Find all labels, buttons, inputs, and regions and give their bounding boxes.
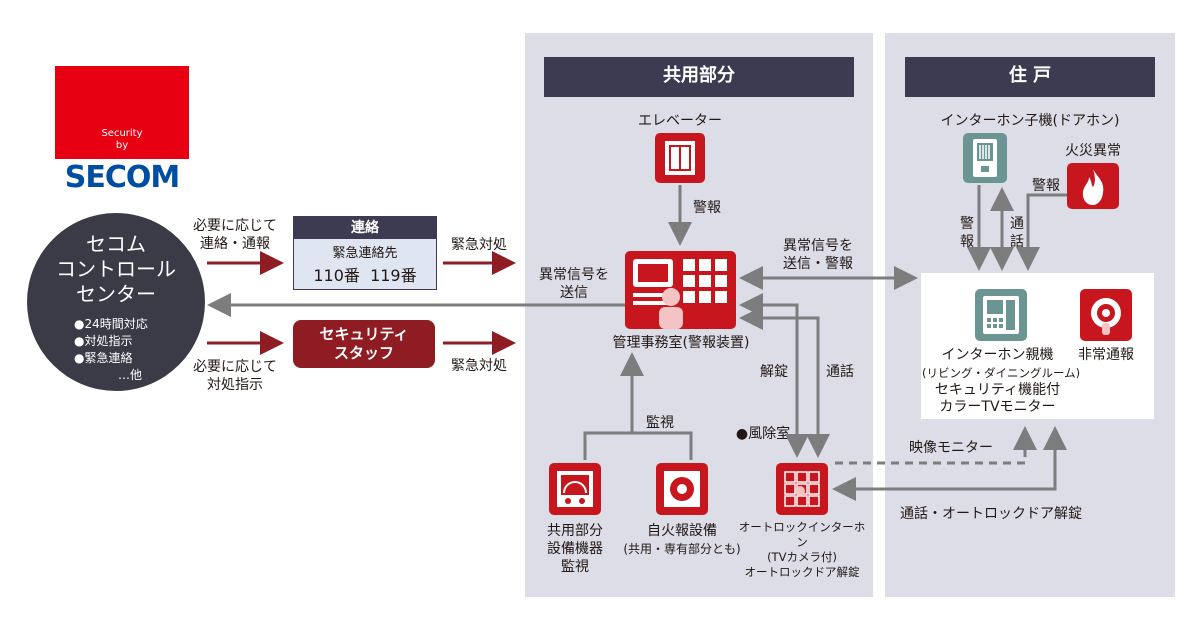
- label-send-alarm: 異常信号を 送信: [539, 267, 609, 301]
- contact-box-title: 連絡: [294, 217, 436, 239]
- common-area-header: 共用部分: [544, 57, 854, 97]
- door-intercom-label: インターホン子機(ドアホン): [940, 113, 1120, 129]
- autolock-label: オートロックインターホン (TVカメラ付) オートロックドア解錠: [738, 520, 866, 579]
- arrow-call-common: [739, 306, 830, 458]
- door-alarm-label: 警 報: [960, 216, 974, 250]
- equipment-label: 共用部分 設備機器 監視: [547, 523, 603, 575]
- control-center-item: ●緊急連絡: [74, 351, 133, 365]
- control-center-item: ●24時間対応: [74, 317, 148, 331]
- monitor-tree: [583, 431, 693, 460]
- master-sub: (リビング・ダイニングルーム): [922, 366, 1081, 380]
- call-label-common: 通話: [826, 364, 854, 380]
- arrow-video-monitor: [835, 426, 1037, 465]
- secom-logo: Security by SECOM: [55, 66, 189, 196]
- fire-equipment-label: 自火報設備: [647, 523, 717, 539]
- control-center-circle: [27, 213, 205, 391]
- office-label: 管理事務室(警報装置): [612, 335, 750, 351]
- door-phone-icon: [963, 133, 1007, 183]
- emergency-label: 非常通報: [1078, 347, 1134, 363]
- private-area-header: 住 戸: [905, 57, 1155, 97]
- label-emergency-action-top: 緊急対処: [451, 237, 507, 253]
- fire-bell-icon: [656, 463, 708, 515]
- alarm-panel-icon: [625, 251, 736, 329]
- control-center-item: ●対処指示: [74, 334, 133, 348]
- call-unlock-label: 通話・オートロックドア解錠: [900, 506, 1082, 522]
- control-center-title: セコム コントロール センター: [56, 232, 176, 306]
- fire-alarm-alarm-label: 警報: [1032, 178, 1060, 194]
- master-line3: セキュリティ機能付: [934, 382, 1061, 398]
- master-line4: カラーTVモニター: [939, 399, 1056, 415]
- flame-icon: [1067, 163, 1119, 209]
- elevator-icon: [655, 133, 705, 183]
- keypad-icon: [776, 463, 828, 515]
- fire-alarm-label: 火災異常: [1065, 143, 1121, 159]
- intercom-master-icon: [975, 289, 1027, 341]
- label-emergency-action-bottom: 緊急対処: [451, 358, 507, 374]
- contact-box-sub: 緊急連絡先: [332, 246, 398, 261]
- contact-box: 連絡 緊急連絡先 110番 119番: [293, 216, 437, 290]
- monitor-label: 監視: [646, 415, 674, 431]
- logo-by-text: by: [115, 140, 129, 151]
- emergency-button-icon: [1080, 289, 1132, 341]
- label-instruct: 必要に応じて 対処指示: [193, 359, 277, 393]
- security-staff-label: セキュリティ スタッフ: [319, 325, 409, 362]
- label-contact-report: 必要に応じて 連絡・通報: [193, 218, 277, 252]
- elevator-label: エレベーター: [638, 113, 722, 129]
- fire-equipment-sub: (共用・専有部分とも): [623, 542, 741, 556]
- arrow-fire-alarm: [1016, 193, 1067, 271]
- elevator-alarm-label: 警報: [693, 200, 721, 216]
- security-staff-box: セキュリティ スタッフ: [293, 320, 435, 368]
- arrow-unlock: [739, 293, 809, 458]
- logo-secom-text: SECOM: [64, 160, 180, 195]
- logo-security-text: Security: [101, 128, 143, 139]
- gauge-icon: [549, 463, 601, 515]
- contact-box-numbers: 110番 119番: [313, 266, 417, 285]
- control-center-item: …他: [118, 368, 143, 382]
- master-title: インターホン親機: [941, 347, 1054, 363]
- arrow-call-unlock: [832, 426, 1067, 501]
